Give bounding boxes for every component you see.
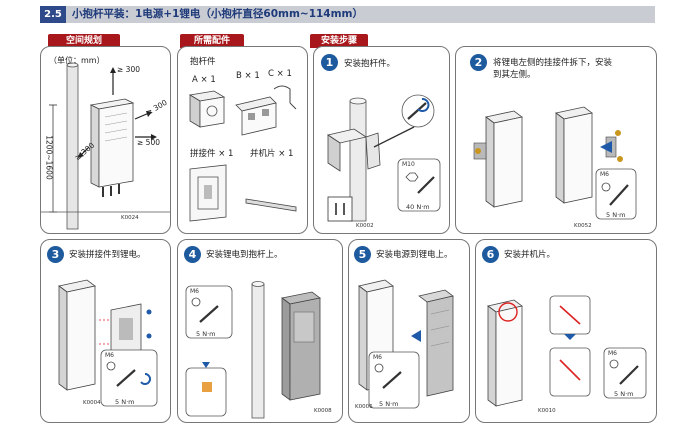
dim-right: ≥ 500 [137, 138, 160, 147]
step-5-number: 5 [354, 246, 371, 263]
step-2-panel: 2 将锂电左侧的挂接件拆下，安装 到其左侧。 M6 5 N·m K0052 [455, 46, 657, 234]
step-1-tool: M10 [402, 161, 415, 168]
step-4-code: K0008 [314, 408, 332, 414]
step-2-number: 2 [470, 54, 487, 71]
space-code: K0024 [121, 215, 139, 221]
step-6-panel: 6 安装并机片。 M6 5 N·m K0010 [475, 239, 657, 423]
dim-height: 1200~1600 [44, 135, 54, 180]
step-2-text: 将锂电左侧的挂接件拆下，安装 [493, 58, 613, 68]
step-3-panel: 3 安装拼接件到锂电。 M6 5 N·m K0004 [40, 239, 171, 423]
step-5-panel: 5 安装电源到锂电上。 M6 5 N·m K0006 [348, 239, 470, 423]
step-4-panel: 4 安装锂电到抱杆上。 M6 5 N·m K0008 [177, 239, 343, 423]
step-1-number: 1 [321, 54, 338, 71]
tab-install-steps: 安装步骤 [310, 34, 368, 48]
space-planning-panel: （单位：mm） ≥ 300 ≥ 300 ≥ 500 ≥ 300 1200~160… [40, 46, 171, 234]
step-6-tool: M6 [608, 350, 617, 357]
step-4-number: 4 [184, 246, 201, 263]
tab-required-parts: 所需配件 [180, 34, 244, 48]
section-title-bar: 2.5 小抱杆平装：1电源+1锂电（小抱杆直径60mm~114mm） [40, 6, 655, 23]
step-2-text2: 到其左侧。 [493, 70, 536, 80]
step-3-tool: M6 [105, 352, 114, 359]
step-1-torque: 40 N·m [406, 203, 430, 211]
step-6-torque: 5 N·m [614, 390, 634, 398]
section-title: 小抱杆平装：1电源+1锂电（小抱杆直径60mm~114mm） [72, 8, 363, 20]
step-2-code: K0052 [574, 223, 592, 229]
part-strip-label: 并机片 × 1 [250, 149, 294, 159]
step-5-code: K0006 [355, 404, 373, 410]
step-4-torque: 5 N·m [196, 330, 216, 338]
unit-label: （单位：mm） [49, 56, 105, 65]
step-4-tool: M6 [190, 288, 199, 295]
dim-top: ≥ 300 [117, 65, 140, 74]
step-5-drawing [358, 279, 454, 409]
step-4-text: 安装锂电到抱杆上。 [206, 250, 283, 260]
space-planning-drawing [41, 62, 170, 230]
step-6-text: 安装并机片。 [504, 250, 556, 260]
step-2-drawing [473, 106, 637, 220]
step-6-drawing [487, 295, 647, 407]
part-c-label: C × 1 [268, 69, 292, 79]
step-1-drawing [327, 94, 441, 222]
part-a-label: A × 1 [192, 75, 216, 85]
step-5-torque: 5 N·m [379, 400, 399, 408]
step-3-drawing [58, 279, 158, 407]
step-3-text: 安装拼接件到锂电。 [69, 250, 146, 260]
step-6-number: 6 [482, 246, 499, 263]
part-b-label: B × 1 [236, 71, 260, 81]
step-2-torque: 5 N·m [606, 211, 626, 219]
part-clamp-label: 抱杆件 [190, 57, 216, 67]
step-5-text: 安装电源到锂电上。 [376, 250, 453, 260]
step-2-tool: M6 [600, 171, 609, 178]
tab-space-planning: 空间规划 [48, 34, 120, 48]
step-5-tool: M6 [373, 354, 382, 361]
step-1-panel: 1 安装抱杆件。 M10 40 N·m K0002 [313, 46, 450, 234]
part-splice-label: 拼接件 × 1 [190, 149, 234, 159]
required-parts-panel: 抱杆件 A × 1 B × 1 C × 1 拼接件 × 1 并机片 × 1 [177, 46, 308, 234]
section-number: 2.5 [40, 6, 66, 23]
step-3-code: K0004 [83, 400, 101, 406]
step-1-code: K0002 [356, 223, 374, 229]
step-1-text: 安装抱杆件。 [344, 59, 396, 69]
step-3-torque: 5 N·m [115, 398, 135, 406]
parts-drawing [188, 85, 297, 222]
step-6-code: K0010 [538, 408, 556, 414]
step-3-number: 3 [47, 246, 64, 263]
step-4-drawing [185, 281, 321, 419]
